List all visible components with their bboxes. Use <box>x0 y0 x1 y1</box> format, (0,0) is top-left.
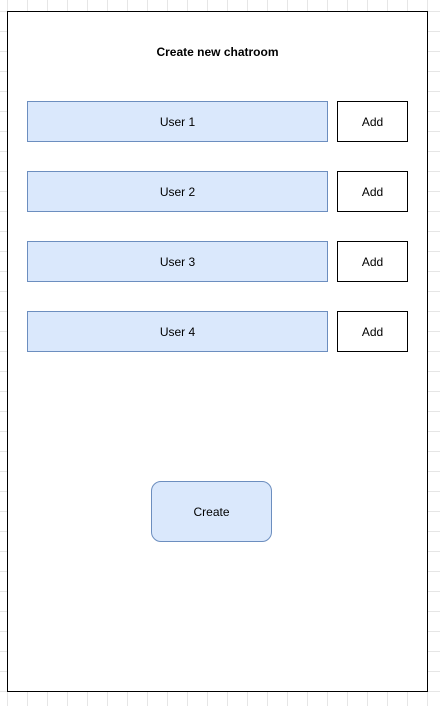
add-user-1-button[interactable]: Add <box>337 101 408 142</box>
user-row-2: User 2 <box>27 171 328 212</box>
phone-frame: Create new chatroom User 1 Add User 2 Ad… <box>7 11 428 692</box>
user-row-4: User 4 <box>27 311 328 352</box>
page-title: Create new chatroom <box>156 45 279 59</box>
create-button[interactable]: Create <box>151 481 272 542</box>
user-row-3: User 3 <box>27 241 328 282</box>
user-row-1: User 1 <box>27 101 328 142</box>
add-user-2-button[interactable]: Add <box>337 171 408 212</box>
add-user-4-button[interactable]: Add <box>337 311 408 352</box>
add-user-3-button[interactable]: Add <box>337 241 408 282</box>
